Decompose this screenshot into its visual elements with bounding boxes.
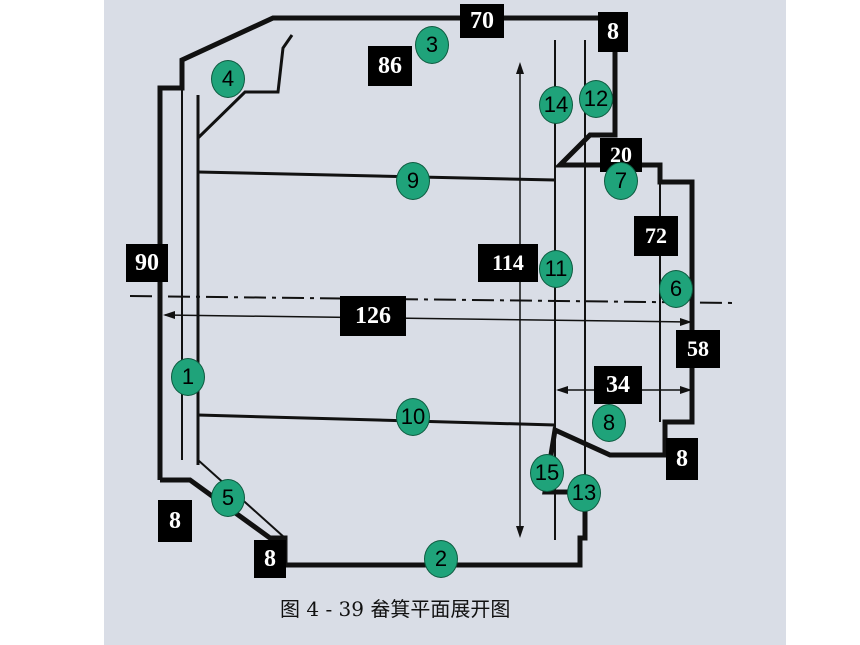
part-badge-12: 12 (579, 80, 613, 118)
dimension-8-left: 8 (158, 500, 192, 542)
part-badge-3: 3 (415, 26, 449, 64)
part-badge-10: 10 (396, 398, 430, 436)
dimension-8-bottom: 8 (254, 540, 286, 578)
center-axis-line (129, 295, 736, 304)
figure-caption: 图 4 - 39 畚箕平面展开图 (280, 596, 511, 621)
part-badge-9: 9 (396, 162, 430, 200)
part-badge-6: 6 (659, 270, 693, 308)
dimension-8-top: 8 (598, 12, 628, 52)
dimension-126: 126 (340, 296, 406, 336)
dimension-8-right: 8 (666, 438, 698, 480)
dimension-34: 34 (594, 366, 642, 404)
part-badge-4: 4 (211, 60, 245, 98)
part-badge-8: 8 (592, 404, 626, 442)
part-badge-13: 13 (567, 474, 601, 512)
fold-line-10 (197, 413, 556, 427)
dimension-114: 114 (478, 244, 538, 282)
dimension-90: 90 (126, 244, 168, 282)
part-badge-7: 7 (604, 162, 638, 200)
part-badge-5: 5 (211, 479, 245, 517)
part-badge-1: 1 (171, 358, 205, 396)
dim-line-126 (164, 314, 691, 323)
part-badge-2: 2 (424, 540, 458, 578)
part-badge-11: 11 (539, 250, 573, 288)
outer-outline (157, 15, 695, 568)
part-badge-15: 15 (530, 454, 564, 492)
dimension-72: 72 (634, 216, 678, 256)
dimension-86: 86 (368, 46, 412, 86)
dimension-58: 58 (676, 330, 720, 368)
fold-line-9 (197, 170, 556, 182)
part-badge-14: 14 (539, 86, 573, 124)
dimension-70: 70 (460, 4, 504, 38)
